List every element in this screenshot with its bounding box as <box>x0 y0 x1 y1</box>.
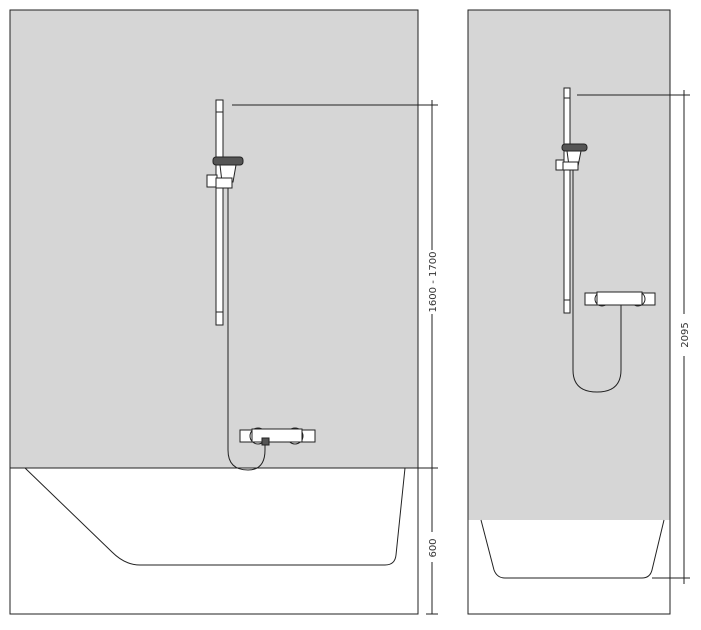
dimension-lines-right <box>577 90 690 584</box>
dimension-label-shower-height: 1600 - 1700 <box>428 252 439 313</box>
wall-tiled-area <box>10 10 418 468</box>
thermostat-mixer <box>584 291 656 307</box>
dimension-lines-left <box>232 100 438 615</box>
shower-hose <box>227 188 266 471</box>
hand-shower <box>555 143 588 171</box>
left-view-bathtub: 1600 - 1700 600 <box>9 9 439 615</box>
shower-rail <box>215 99 224 326</box>
shower-hose <box>572 170 622 393</box>
dimension-label-total-height: 2095 <box>680 322 691 347</box>
shower-rail <box>563 87 571 314</box>
dimension-label-tub-height: 600 <box>428 538 439 557</box>
hand-shower <box>206 156 244 189</box>
right-view-shower: 2095 <box>467 9 691 615</box>
thermostat-mixer <box>239 427 316 446</box>
wall-outline <box>467 9 671 615</box>
shower-tray-outline <box>480 519 665 579</box>
wall-outline <box>9 9 419 615</box>
bathtub-outline <box>24 467 406 566</box>
